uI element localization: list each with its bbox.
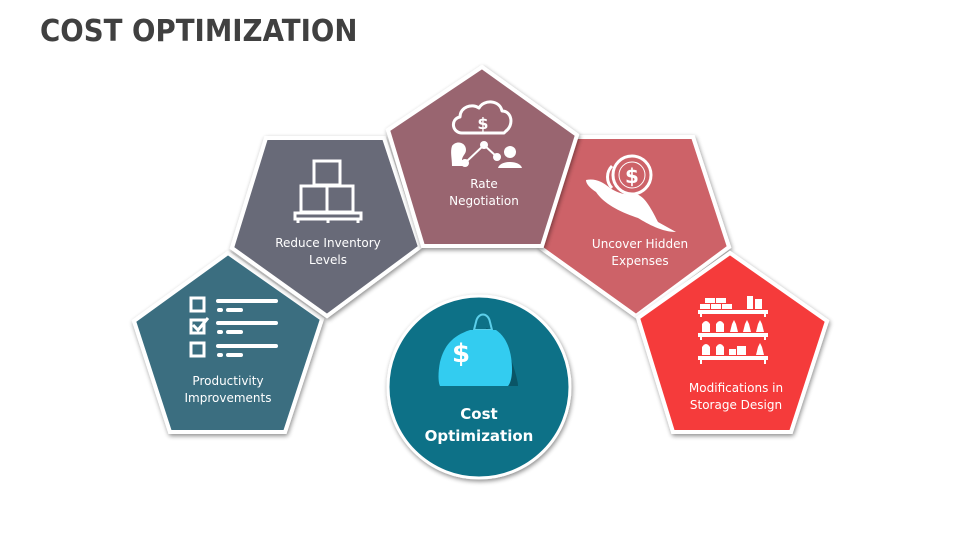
storage-design-label-line2: Storage Design [689, 398, 783, 412]
svg-text:$: $ [452, 339, 470, 369]
uncover-hidden-expenses-label-line1: Uncover Hidden [591, 237, 689, 251]
storage-shelves-icon [698, 296, 768, 364]
storage-design-label-line1: Modifications in [688, 381, 784, 395]
reduce-inventory-label-line2: Levels [309, 253, 347, 267]
pentagon-rate-negotiation: $ [385, 64, 580, 248]
cloud-dollar-people-icon: $ [451, 100, 522, 168]
pentagon-uncover-hidden-expenses: $ [538, 135, 732, 319]
rate-negotiation-label: Rate Negotiation [416, 176, 552, 210]
productivity-label-line1: Productivity [192, 374, 264, 388]
productivity-label-line2: Improvements [184, 391, 272, 405]
reduce-inventory-label: Reduce Inventory Levels [258, 235, 398, 269]
pallet-boxes-icon [293, 159, 363, 223]
uncover-hidden-expenses-label-line2: Expenses [611, 254, 669, 268]
center-label-line2: Optimization [424, 427, 534, 445]
money-bag-icon: $ [438, 313, 518, 386]
rate-negotiation-label-line2: Negotiation [449, 194, 519, 208]
center-circle: $ [386, 294, 572, 480]
pentagon-storage-design [635, 250, 830, 434]
storage-design-label: Modifications in Storage Design [664, 380, 808, 414]
hand-coin-icon: $ [586, 154, 676, 232]
reduce-inventory-label-line1: Reduce Inventory [275, 236, 381, 250]
uncover-hidden-expenses-label: Uncover Hidden Expenses [570, 236, 710, 270]
svg-text:$: $ [477, 114, 488, 133]
productivity-label: Productivity Improvements [160, 373, 296, 407]
checklist-icon [189, 296, 278, 358]
svg-text:$: $ [625, 164, 639, 188]
rate-negotiation-label-line1: Rate [470, 177, 498, 191]
center-label-line1: Cost [460, 405, 498, 423]
page-title: COST OPTIMIZATION [40, 14, 358, 49]
pentagon-reduce-inventory [229, 136, 423, 319]
pentagon-productivity [131, 250, 325, 434]
center-label: Cost Optimization [409, 403, 549, 447]
